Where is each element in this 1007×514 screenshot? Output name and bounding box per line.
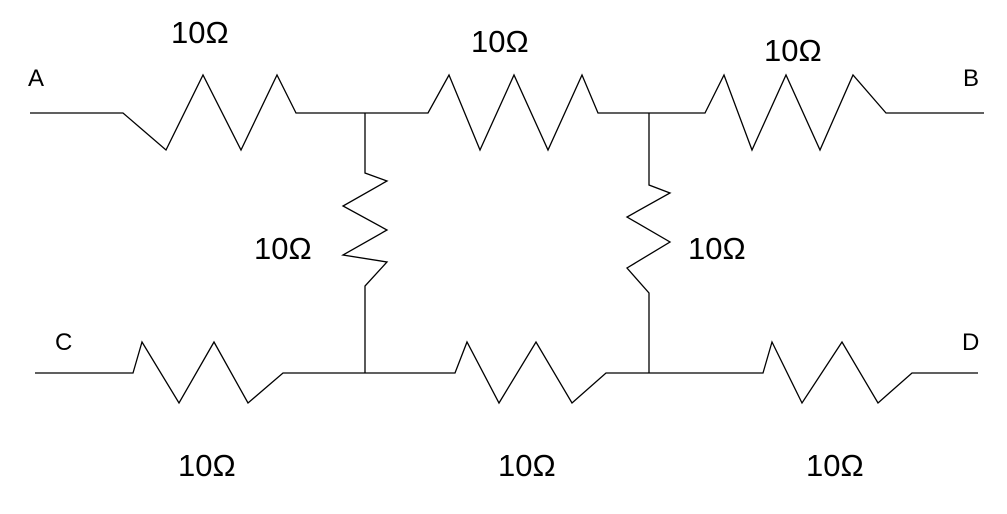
terminal-b-label: B bbox=[963, 65, 979, 92]
top-right-resistor-label: 10Ω bbox=[764, 33, 822, 68]
right-vertical-resistor-label: 10Ω bbox=[688, 231, 746, 266]
bottom-right-resistor-label: 10Ω bbox=[806, 448, 864, 483]
left-vertical-resistor-label: 10Ω bbox=[254, 231, 312, 266]
top-rail-wire bbox=[30, 73, 984, 152]
left-vertical-wire bbox=[341, 113, 389, 373]
bottom-left-resistor-label: 10Ω bbox=[178, 448, 236, 483]
bottom-middle-resistor-label: 10Ω bbox=[498, 448, 556, 483]
terminal-a-label: A bbox=[28, 65, 44, 92]
top-left-resistor-label: 10Ω bbox=[171, 15, 229, 50]
terminal-d-label: D bbox=[962, 329, 979, 356]
bottom-rail-wire bbox=[35, 340, 978, 405]
right-vertical-wire bbox=[625, 113, 672, 373]
terminal-c-label: C bbox=[55, 329, 72, 356]
top-middle-resistor-label: 10Ω bbox=[471, 24, 529, 59]
